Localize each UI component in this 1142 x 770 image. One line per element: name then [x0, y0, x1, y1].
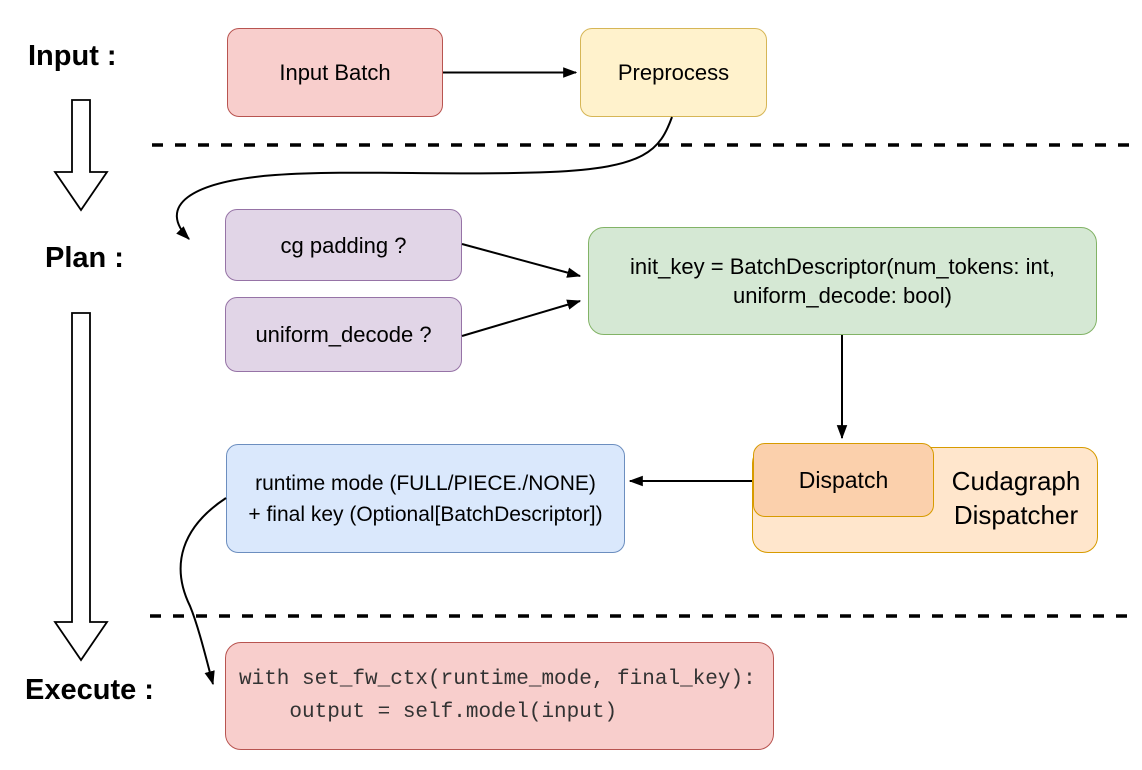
- node-dispatch: Dispatch: [753, 443, 934, 517]
- cudagraph-label-line1: Cudagraph: [951, 466, 1081, 496]
- section-label-plan: Plan :: [45, 242, 124, 274]
- node-preprocess: Preprocess: [580, 28, 767, 117]
- node-input-batch-label: Input Batch: [279, 60, 391, 85]
- node-input-batch: Input Batch: [227, 28, 443, 117]
- node-init-key-line2: uniform_decode: bool): [733, 283, 952, 308]
- section-label-execute: Execute :: [25, 674, 154, 706]
- node-execute-code: with set_fw_ctx(runtime_mode, final_key)…: [225, 642, 774, 750]
- cudagraph-label-line2: Dispatcher: [953, 500, 1079, 530]
- node-dispatch-label: Dispatch: [798, 466, 889, 493]
- section-down-arrow-icon-plan: [53, 312, 109, 662]
- edge-runtime-mode-to-execute-code: [179, 497, 227, 686]
- node-cg-padding-label: cg padding ?: [280, 232, 407, 258]
- node-init-key: init_key = BatchDescriptor(num_tokens: i…: [588, 227, 1097, 335]
- node-runtime-mode: runtime mode (FULL/PIECE./NONE) + final …: [226, 444, 625, 553]
- node-uniform-decode: uniform_decode ?: [225, 297, 462, 372]
- node-preprocess-label: Preprocess: [617, 60, 730, 85]
- section-label-input: Input :: [28, 40, 117, 72]
- section-down-arrow-icon-input: [53, 99, 109, 212]
- edge-cg-padding-to-init-key: [461, 243, 582, 278]
- execute-code-line1: with set_fw_ctx(runtime_mode, final_key)…: [239, 668, 756, 691]
- node-cudagraph-dispatcher-label: Cudagraph Dispatcher: [934, 464, 1098, 532]
- execute-code-line2: output = self.model(input): [239, 701, 618, 724]
- node-init-key-line1: init_key = BatchDescriptor(num_tokens: i…: [630, 254, 1055, 279]
- node-cg-padding: cg padding ?: [225, 209, 462, 281]
- node-runtime-mode-line2: + final key (Optional[BatchDescriptor]): [248, 502, 603, 526]
- edge-uniform-decode-to-init-key: [461, 299, 582, 337]
- node-runtime-mode-line1: runtime mode (FULL/PIECE./NONE): [255, 471, 596, 495]
- node-uniform-decode-label: uniform_decode ?: [255, 322, 432, 347]
